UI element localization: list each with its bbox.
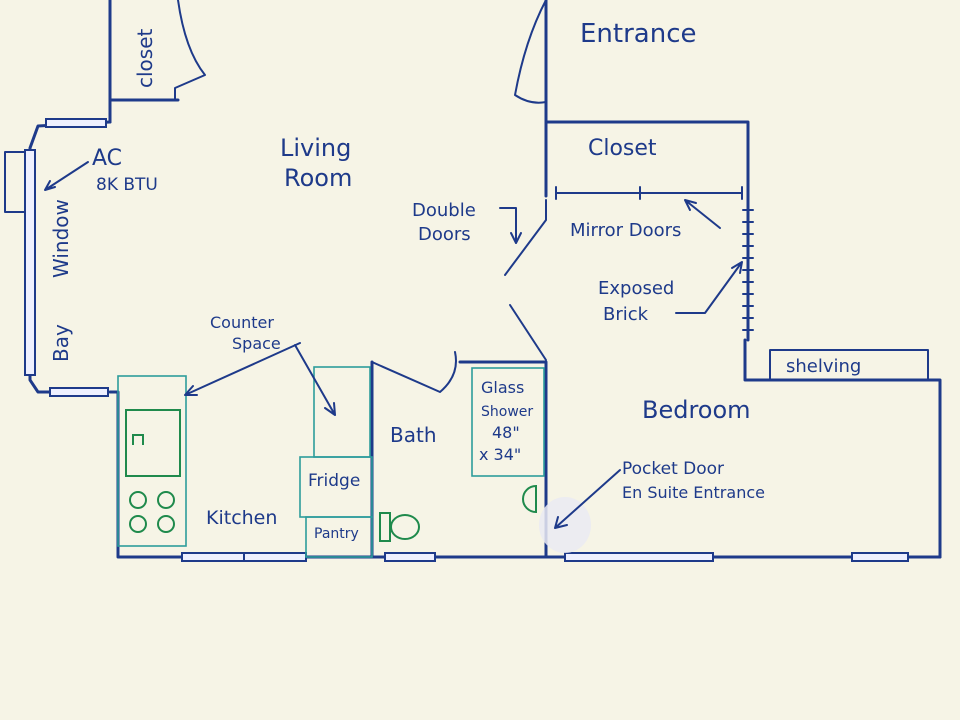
label-glass: Glass bbox=[481, 378, 524, 397]
mirror-doors-arrow bbox=[684, 199, 721, 229]
label-exposed: Exposed bbox=[598, 278, 674, 299]
label-brick: Brick bbox=[603, 304, 649, 325]
window-south-west bbox=[49, 387, 109, 397]
counter-arrow-left bbox=[184, 342, 301, 396]
window-kitchen-a bbox=[181, 552, 245, 562]
glass-shower bbox=[471, 367, 545, 477]
label-shower-34: x 34" bbox=[479, 445, 521, 464]
kitchen-sink bbox=[125, 409, 181, 477]
exposed-brick-arrow bbox=[675, 261, 743, 314]
pantry-box bbox=[305, 516, 373, 558]
label-shower-48: 48" bbox=[492, 423, 520, 442]
ac-arrow bbox=[44, 161, 89, 191]
window-west-bay bbox=[24, 149, 36, 376]
double-door-lower bbox=[509, 304, 547, 361]
label-bedroom: Bedroom bbox=[642, 396, 751, 424]
label-pocket-door: Pocket Door bbox=[622, 459, 724, 479]
window-north-left bbox=[45, 118, 107, 128]
label-closet-top: closet bbox=[133, 28, 157, 88]
counter-arrow-right bbox=[294, 344, 336, 416]
bath-north-wall bbox=[458, 360, 548, 559]
entrance-door-swing bbox=[514, 0, 547, 104]
windows bbox=[4, 118, 909, 562]
bath-door-swing bbox=[371, 351, 457, 393]
kitchen-counter bbox=[117, 375, 187, 547]
top-closet-walls bbox=[108, 0, 180, 124]
exposed-brick-hatch bbox=[742, 209, 754, 331]
pocket-door-arrow bbox=[554, 469, 621, 529]
label-window: Window bbox=[49, 199, 73, 278]
annotation-arrows bbox=[44, 161, 743, 529]
toilet-bowl bbox=[390, 514, 420, 540]
shelving-unit bbox=[769, 349, 929, 381]
pocket-door-arc bbox=[522, 484, 537, 514]
label-living: Living bbox=[280, 134, 351, 162]
closet-walls bbox=[544, 0, 750, 202]
label-shelving: shelving bbox=[786, 356, 861, 377]
sink-faucet bbox=[132, 434, 144, 445]
label-doors: Doors bbox=[418, 224, 471, 245]
stove-burners bbox=[129, 491, 175, 533]
label-double: Double bbox=[412, 200, 476, 221]
label-shower: Shower bbox=[481, 404, 533, 420]
window-bath bbox=[384, 552, 436, 562]
double-doors-arrow bbox=[499, 207, 522, 244]
label-space: Space bbox=[232, 334, 281, 353]
label-en-suite: En Suite Entrance bbox=[622, 483, 765, 502]
label-closet: Closet bbox=[588, 136, 657, 161]
mirror-door-ticks bbox=[555, 186, 743, 200]
label-bay: Bay bbox=[49, 324, 73, 362]
label-counter: Counter bbox=[210, 313, 274, 332]
label-ac-btu: 8K BTU bbox=[96, 175, 158, 195]
window-kitchen-b bbox=[243, 552, 307, 562]
label-kitchen: Kitchen bbox=[206, 507, 277, 529]
label-ac: AC bbox=[92, 146, 122, 171]
label-mirror-doors: Mirror Doors bbox=[570, 220, 681, 241]
ac-unit-box bbox=[4, 151, 26, 213]
top-closet-door-swing bbox=[174, 0, 206, 101]
window-bedroom-b bbox=[851, 552, 909, 562]
label-fridge: Fridge bbox=[308, 471, 360, 491]
window-bedroom-a bbox=[564, 552, 714, 562]
label-bath: Bath bbox=[390, 423, 437, 447]
room-labels: closet Entrance Living Room AC 8K BTU Cl… bbox=[49, 19, 861, 542]
label-room: Room bbox=[284, 164, 352, 192]
label-pantry: Pantry bbox=[314, 526, 359, 542]
double-door-upper bbox=[504, 199, 547, 276]
label-entrance: Entrance bbox=[580, 19, 697, 49]
